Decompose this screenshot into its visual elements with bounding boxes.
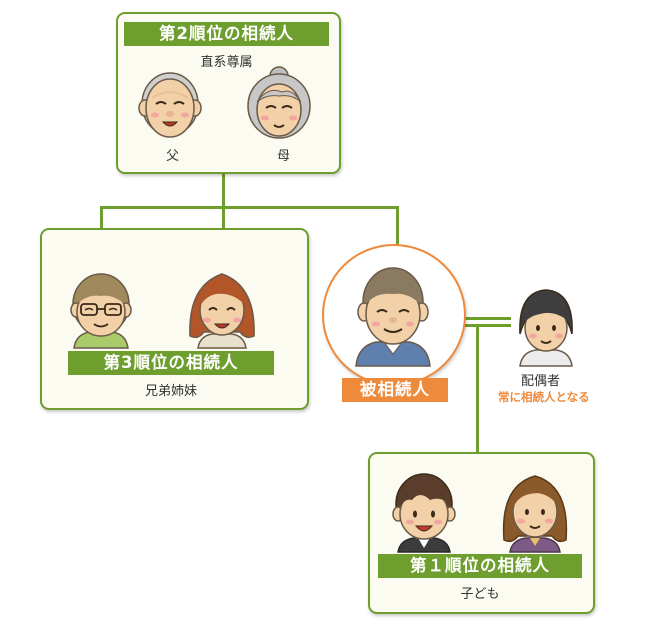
spouse-marriage-line-top [444,317,511,320]
sister-icon [189,273,255,349]
tier2-title: 第2順位の相続人 [124,22,329,46]
tier1-title: 第１順位の相続人 [378,554,582,578]
daughter-icon [502,475,568,553]
spouse-woman-icon [519,289,573,367]
grandmother-icon [247,66,311,139]
tier3-title: 第3順位の相続人 [68,351,274,375]
mother-label: 母 [277,149,291,164]
children-descent-line [476,327,479,453]
spouse-label: 配偶者 [521,374,561,389]
son-icon [392,473,456,553]
father-label: 父 [166,149,180,164]
tier3-subtitle: 兄弟姉妹 [144,384,197,399]
deceased-man-icon [355,267,431,367]
deceased-label: 被相続人 [342,378,448,402]
spouse-marriage-line-bottom [444,324,511,327]
sibling-bus-line [100,206,398,209]
spouse-note: 常に相続人となる [498,390,590,404]
brother-icon [70,273,132,349]
tier1-subtitle: 子ども [460,587,500,602]
deceased-drop-line [396,206,399,260]
tier2-subtitle: 直系尊属 [200,55,253,70]
grandfather-icon [138,72,202,138]
